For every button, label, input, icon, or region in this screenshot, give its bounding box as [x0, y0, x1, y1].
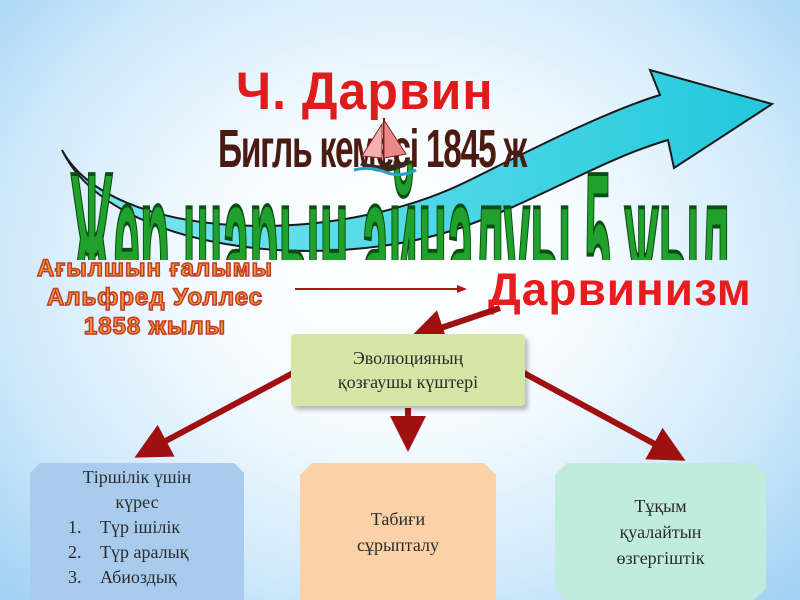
struggle-list: 1.Түр ішілік 2.Түр аралық 3.Абиоздық [30, 515, 244, 590]
evolution-forces-line-2: қозғаушы күштері [337, 372, 479, 392]
arrow-to-struggle [134, 369, 297, 458]
struggle-title-2: күрес [115, 492, 159, 512]
evolution-forces-line-1: Эволюцияның [352, 348, 464, 368]
ship-icon [353, 118, 417, 177]
heredity-line-2: қуалайтын [619, 521, 702, 542]
heredity-box: Тұқым қуалайтын өзгергіштік [555, 463, 766, 600]
natural-selection-box: Табиғи сұрыпталу [300, 463, 496, 600]
heredity-line-1: Тұқым [634, 495, 687, 516]
struggle-title-1: Тіршілік үшін [82, 467, 192, 487]
wallace-line-1: Ағылшын ғалымы [36, 254, 274, 283]
arrow-to-heredity [520, 369, 686, 461]
struggle-box: Тіршілік үшін күрес 1.Түр ішілік 2.Түр а… [30, 463, 244, 600]
wallace-text: Ағылшын ғалымы Альфред Уоллес 1858 жылы [10, 254, 300, 341]
list-item: 2.Түр аралық [68, 542, 189, 562]
natural-selection-line-1: Табиғи [370, 508, 426, 529]
heredity-line-3: өзгергіштік [616, 547, 705, 568]
wallace-line-2: Альфред Уоллес [46, 283, 264, 312]
natural-selection-line-2: сұрыпталу [357, 534, 439, 555]
wallace-line-3: 1858 жылы [83, 312, 227, 341]
darwinism-label: Дарвинизм [488, 263, 752, 315]
list-item: 3.Абиоздық [68, 567, 177, 587]
darwin-name: Ч. Дарвин [236, 61, 494, 121]
darwinism-arrow [408, 305, 501, 345]
list-item: 1.Түр ішілік [68, 517, 181, 537]
evolution-forces-box: Эволюцияның қозғаушы күштері [291, 334, 525, 406]
